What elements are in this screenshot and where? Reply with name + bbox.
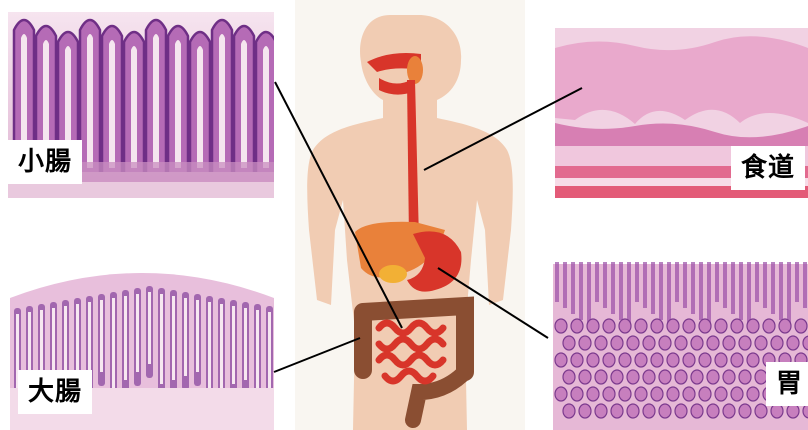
pointer-large-intestine [274, 338, 360, 372]
label-large-intestine: 大腸 [18, 370, 92, 414]
label-esophagus: 食道 [731, 146, 805, 190]
pointer-esophagus [424, 88, 582, 170]
pointer-stomach [438, 268, 548, 338]
label-stomach: 胃 [766, 362, 808, 406]
label-small-intestine: 小腸 [8, 140, 82, 184]
pointer-small-intestine [275, 82, 402, 328]
